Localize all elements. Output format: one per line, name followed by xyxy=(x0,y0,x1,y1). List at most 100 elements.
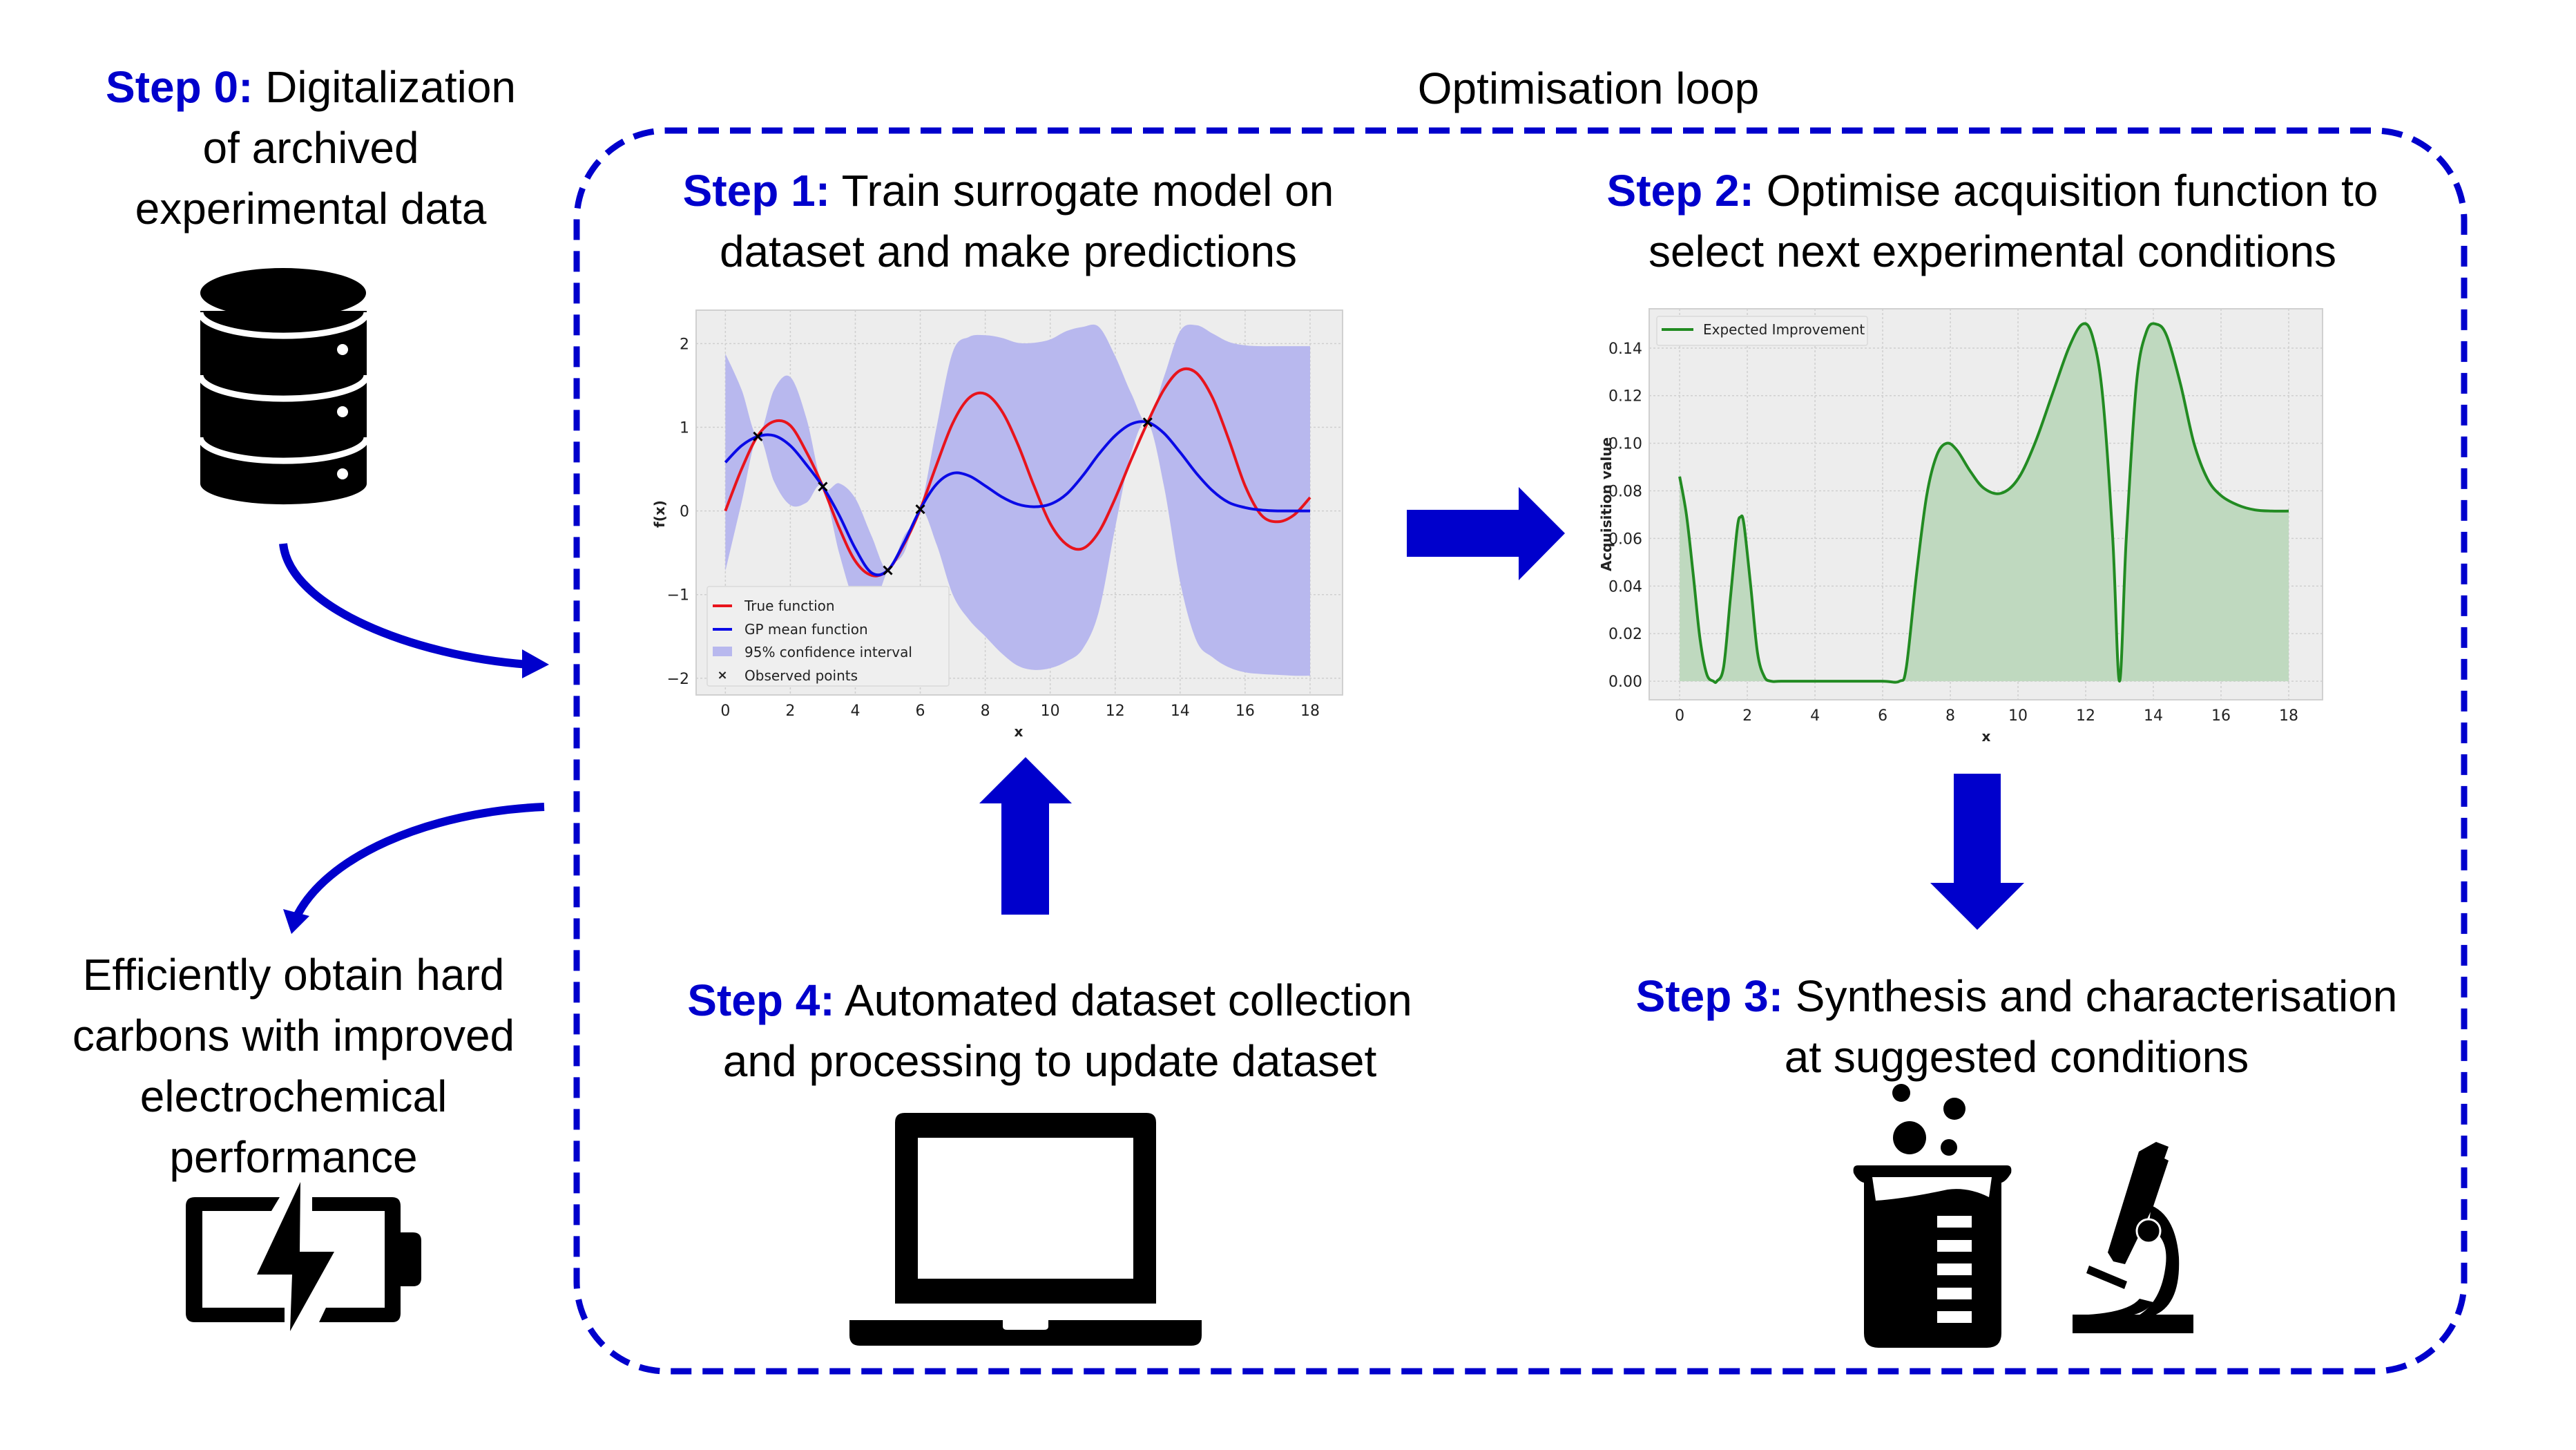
chart2-xtick-label: 2 xyxy=(1742,707,1752,725)
laptop-icon xyxy=(849,1113,1202,1346)
chart1-xtick-label: 2 xyxy=(785,703,795,720)
chart1-ytick-label: 0 xyxy=(680,504,689,521)
beaker-icon xyxy=(1853,1084,2012,1348)
outcome-line2: carbons with improved xyxy=(72,1011,515,1060)
chart2-xtick-label: 12 xyxy=(2076,707,2095,725)
arrow-step2-to-step3 xyxy=(1930,774,2024,930)
chart2-xtick-label: 18 xyxy=(2279,707,2298,725)
legend-confidence-label: 95% confidence interval xyxy=(744,644,912,660)
arrow-step4-to-step1 xyxy=(979,757,1072,915)
chart1-xtick-label: 18 xyxy=(1300,703,1320,720)
chart1-ytick-label: −1 xyxy=(667,587,689,604)
step2-line2: select next experimental conditions xyxy=(1648,227,2337,276)
chart1-xtick-label: 0 xyxy=(720,703,730,720)
legend-ei-label: Expected Improvement xyxy=(1703,321,1865,338)
chart1-ytick-label: −2 xyxy=(667,671,689,688)
chart1-observed-points xyxy=(753,417,1153,575)
chart1-xtick-label: 12 xyxy=(1106,703,1125,720)
observed-point-stroke xyxy=(915,504,925,515)
legend-observed-label: Observed points xyxy=(744,667,858,684)
step3-line2: at suggested conditions xyxy=(1784,1032,2249,1082)
step1-title: Train surrogate model on xyxy=(841,166,1334,216)
legend-true-function-label: True function xyxy=(744,598,835,614)
step0-block: Step 0: Digitalization of archived exper… xyxy=(41,57,580,239)
chart2-ytick-label: 0.08 xyxy=(1608,484,1642,501)
step2-block: Step 2: Optimise acquisition function to… xyxy=(1526,160,2459,282)
step1-label: Step 1: xyxy=(682,166,831,216)
chart2-xtick-label: 0 xyxy=(1675,707,1684,725)
chart2-xtick-label: 4 xyxy=(1810,707,1820,725)
step4-line2: and processing to update dataset xyxy=(722,1036,1377,1086)
observed-point-stroke xyxy=(1142,417,1153,428)
chart2-xtick-label: 14 xyxy=(2144,707,2163,725)
step4-title: Automated dataset collection xyxy=(844,975,1412,1025)
loop-title-text: Optimisation loop xyxy=(1417,64,1760,113)
chart1-observed-point xyxy=(818,481,828,492)
step2-label: Step 2: xyxy=(1606,166,1754,216)
step3-title: Synthesis and characterisation xyxy=(1795,971,2398,1021)
chart1-xlabel: x xyxy=(1015,723,1023,740)
chart2-ei-line xyxy=(1678,322,2289,685)
step1-line2: dataset and make predictions xyxy=(719,227,1298,276)
legend-confidence-swatch xyxy=(713,647,732,656)
chart1-ylabel: f(x) xyxy=(651,500,668,528)
step1-block: Step 1: Train surrogate model on dataset… xyxy=(608,160,1409,282)
step1-line1: Step 1: Train surrogate model on xyxy=(608,160,1409,221)
chart2-ytick-label: 0.10 xyxy=(1608,436,1642,453)
database-icon xyxy=(197,268,370,505)
battery-charging-icon xyxy=(186,1182,421,1331)
chart1-xtick-label: 4 xyxy=(850,703,860,720)
step4-label: Step 4: xyxy=(687,975,835,1025)
chart1-legend: True function GP mean function 95% confi… xyxy=(707,586,950,687)
outcome-line4: performance xyxy=(169,1132,418,1182)
curved-arrow-into-loop xyxy=(279,543,549,678)
chart1-observed-point xyxy=(883,565,893,575)
step4-block: Step 4: Automated dataset collection and… xyxy=(608,970,1492,1091)
step3-label: Step 3: xyxy=(1635,971,1783,1021)
step0-title: Digitalization xyxy=(265,62,516,112)
chart2-ylabel: Acquisition value xyxy=(1598,437,1615,571)
observed-point-stroke xyxy=(818,481,828,492)
chart1-observed-point xyxy=(753,431,763,441)
chart2-ei-area xyxy=(1680,323,2289,683)
outcome-line1: Efficiently obtain hard xyxy=(82,950,505,1000)
chart1-xtick-label: 16 xyxy=(1236,703,1255,720)
arrow-step1-to-step2 xyxy=(1407,487,1565,580)
step2-line1: Step 2: Optimise acquisition function to xyxy=(1526,160,2459,221)
chart2-xtick-label: 10 xyxy=(2008,707,2028,725)
chart2-ytick-label: 0.12 xyxy=(1608,388,1642,406)
chart1-xtick-label: 10 xyxy=(1041,703,1060,720)
chart2-xtick-label: 8 xyxy=(1945,707,1955,725)
step0-line2: of archived xyxy=(202,123,419,173)
step2-title: Optimise acquisition function to xyxy=(1766,166,2378,216)
chart1-xtick-label: 6 xyxy=(916,703,925,720)
loop-title: Optimisation loop xyxy=(1243,58,1934,119)
chart2-ytick-label: 0.00 xyxy=(1608,674,1642,691)
observed-point-stroke xyxy=(753,431,763,441)
chart2-legend: Expected Improvement xyxy=(1656,316,1868,346)
chart2-ytick-label: 0.04 xyxy=(1608,578,1642,595)
microscope-icon xyxy=(2073,1142,2193,1333)
chart2-xtick-label: 16 xyxy=(2211,707,2231,725)
observed-point-stroke xyxy=(883,565,893,575)
outcome-block: Efficiently obtain hard carbons with imp… xyxy=(14,944,573,1187)
step3-block: Step 3: Synthesis and characterisation a… xyxy=(1561,966,2472,1087)
legend-observed-marker: × xyxy=(717,668,727,683)
step4-line1: Step 4: Automated dataset collection xyxy=(608,970,1492,1031)
chart1-observed-point xyxy=(915,504,925,515)
step0-label: Step 0: xyxy=(106,62,253,112)
chart1-ytick-label: 2 xyxy=(680,336,689,353)
step0-line3: experimental data xyxy=(135,184,487,233)
chart2-ytick-label: 0.06 xyxy=(1608,531,1642,548)
chart1-xtick-label: 14 xyxy=(1171,703,1190,720)
chart2-ytick-label: 0.02 xyxy=(1608,626,1642,643)
chart1-xtick-label: 8 xyxy=(981,703,990,720)
curved-arrow-out-of-loop xyxy=(283,803,545,934)
legend-gp-mean-label: GP mean function xyxy=(744,621,868,638)
chart1-observed-point xyxy=(1142,417,1153,428)
